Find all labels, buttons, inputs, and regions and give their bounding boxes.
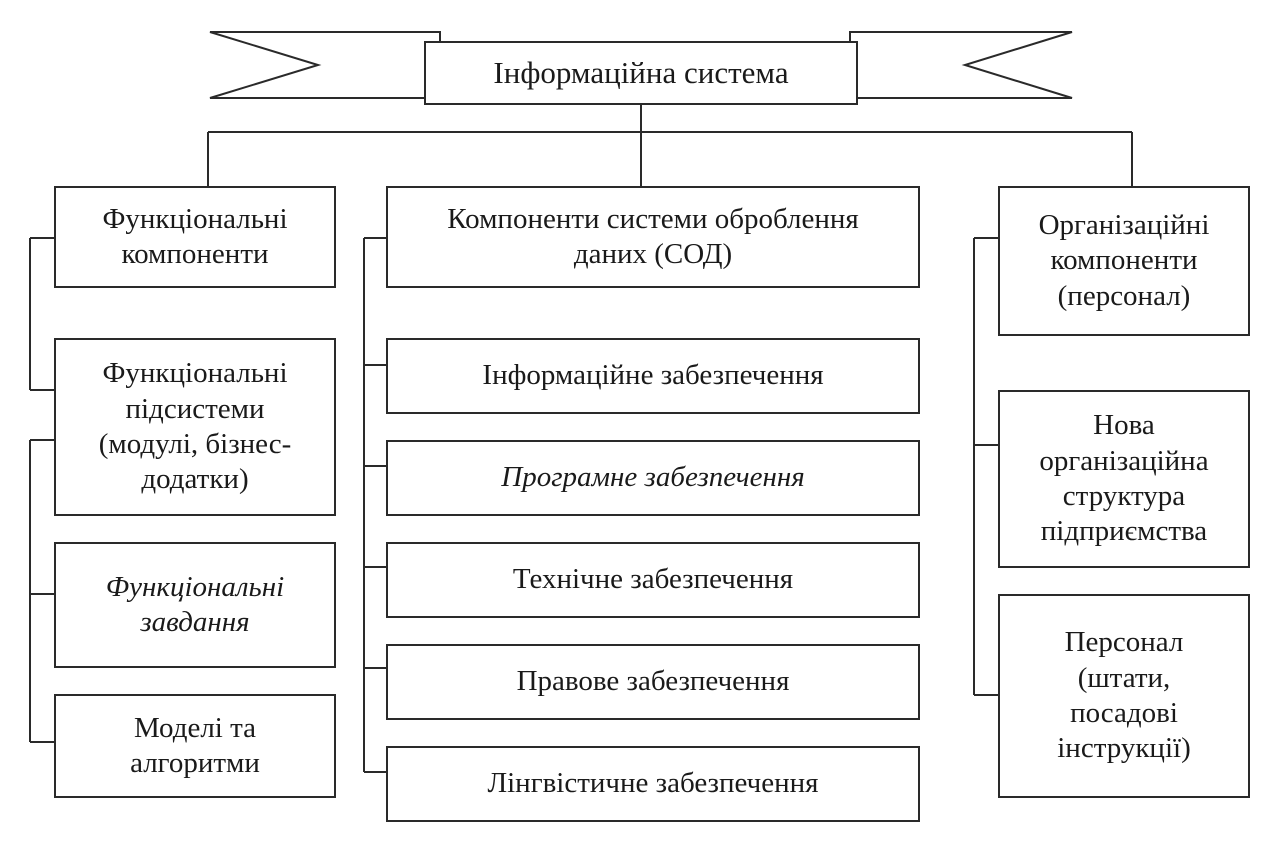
- software-support-box: Програмне забезпечення: [386, 440, 920, 516]
- banner-center: [424, 41, 858, 105]
- title-banner: [209, 31, 1073, 105]
- technical-support-box: Технічне забезпечення: [386, 542, 920, 618]
- functional-subsystems-box: Функціональні підсистеми (модулі, бізнес…: [54, 338, 336, 516]
- legal-support-box: Правове забезпечення: [386, 644, 920, 720]
- new-org-structure-box: Нова організаційна структура підприємств…: [998, 390, 1250, 568]
- banner-left-tail: [209, 31, 441, 99]
- models-algorithms-box: Моделі та алгоритми: [54, 694, 336, 798]
- diagram-title: Інформаційна система: [493, 55, 789, 90]
- linguistic-support-box: Лінгвістичне забезпечення: [386, 746, 920, 822]
- personnel-box: Персонал (штати, посадові інструкції): [998, 594, 1250, 798]
- data-processing-components-box: Компоненти системи оброблення даних (СОД…: [386, 186, 920, 288]
- functional-tasks-box: Функціональні завдання: [54, 542, 336, 668]
- information-support-box: Інформаційне забезпечення: [386, 338, 920, 414]
- banner-right-tail: [849, 31, 1073, 99]
- organizational-components-box: Організаційні компоненти (персонал): [998, 186, 1250, 336]
- functional-components-box: Функціональні компоненти: [54, 186, 336, 288]
